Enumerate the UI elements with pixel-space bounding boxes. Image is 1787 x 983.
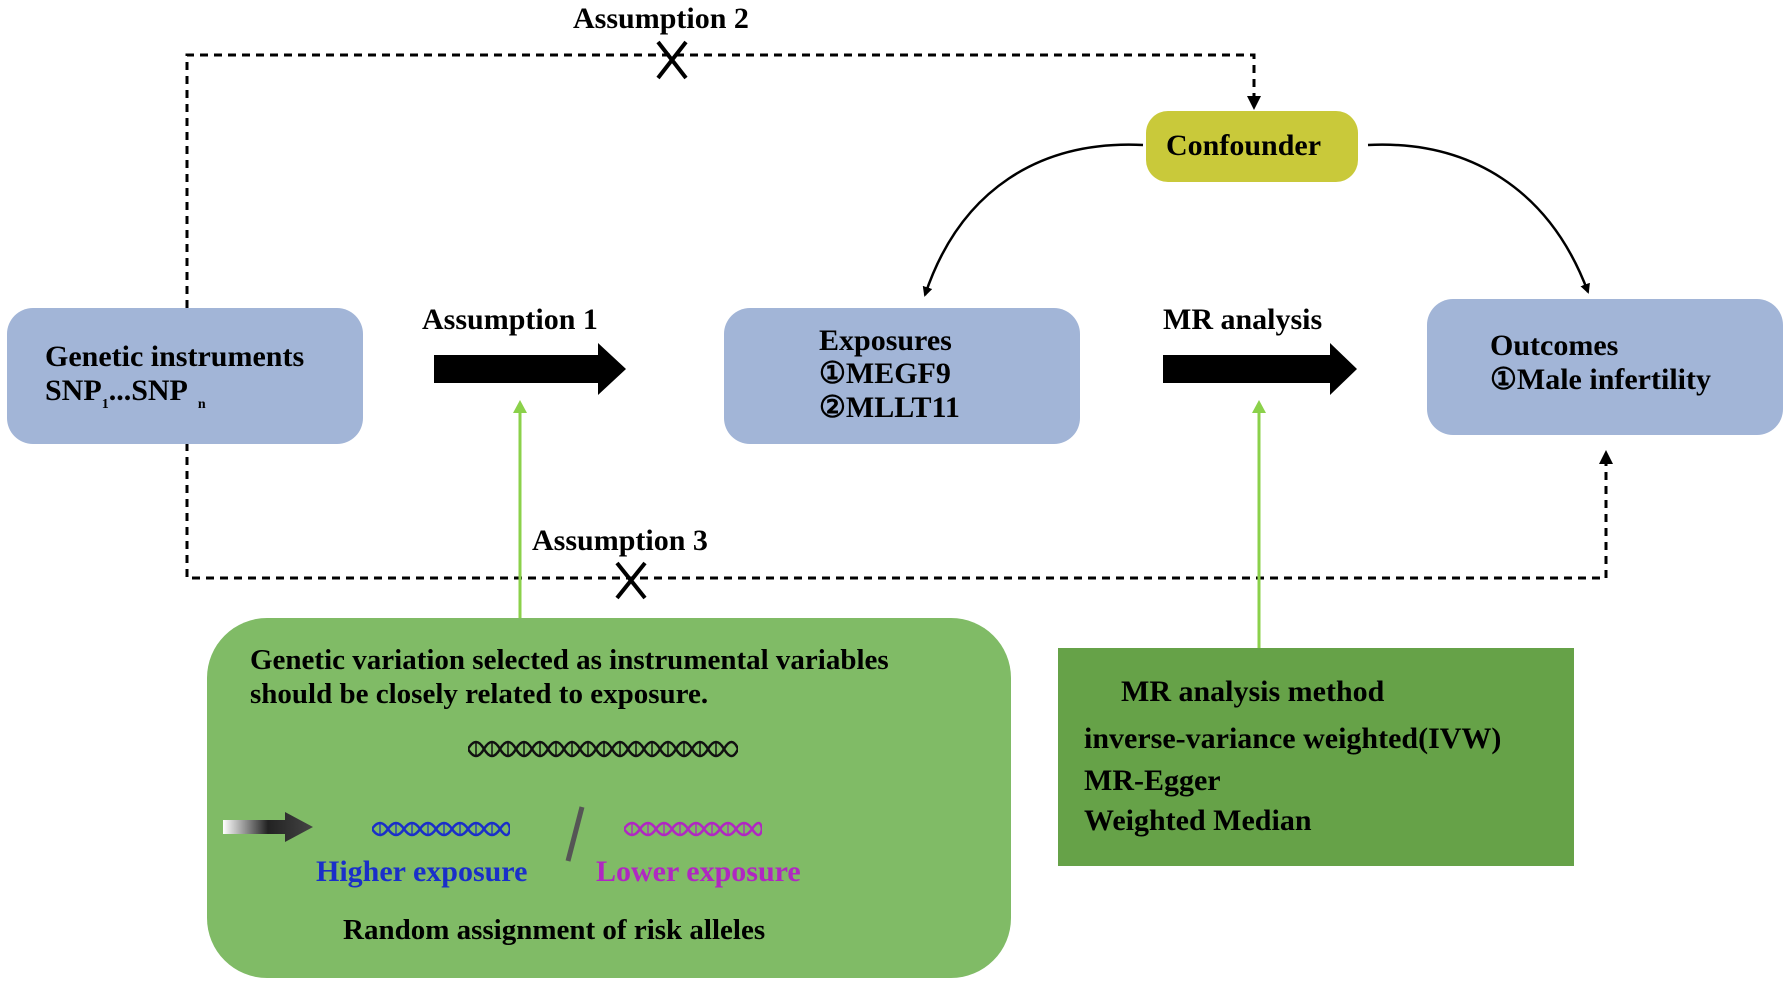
confounder-label: Confounder <box>1166 129 1322 162</box>
assumption-2-cross-icon <box>656 40 688 80</box>
genetic-instruments-title: Genetic instruments <box>45 340 305 373</box>
exposures-node <box>724 308 1080 444</box>
confounder-node <box>1146 111 1358 182</box>
lower-exposure-dna-icon <box>624 821 762 837</box>
exposure-item-megf9: ①MEGF9 <box>819 357 951 390</box>
mr-method-egger: MR-Egger <box>1084 764 1221 797</box>
mr-analysis-arrow <box>1163 343 1357 395</box>
exposure-item-mllt11: ②MLLT11 <box>819 391 960 424</box>
outcomes-node <box>1427 299 1783 435</box>
mr-method-title: MR analysis method <box>1121 675 1385 708</box>
assumption-3-cross-icon <box>615 561 647 600</box>
assumption-3-path <box>185 443 1613 580</box>
random-assignment-label: Random assignment of risk alleles <box>343 914 766 946</box>
higher-exposure-label: Higher exposure <box>316 855 528 888</box>
relevance-text-line2: should be closely related to exposure. <box>250 678 709 710</box>
assumption-2-label: Assumption 2 <box>573 2 749 35</box>
confounder-to-outcome-arrow <box>1367 143 1590 294</box>
assumption-1-label: Assumption 1 <box>422 303 598 336</box>
method-link-line <box>1252 400 1266 648</box>
relevance-text-line1: Genetic variation selected as instrument… <box>250 644 889 676</box>
confounder-to-exposure-arrow <box>922 143 1144 297</box>
mr-method-weighted-median: Weighted Median <box>1084 804 1312 837</box>
higher-exposure-dna-icon <box>372 821 510 837</box>
gradient-arrow-icon <box>223 812 313 842</box>
mr-analysis-label: MR analysis <box>1163 303 1323 336</box>
divider-slash-icon <box>565 806 585 862</box>
assumption-2-path <box>185 53 1261 308</box>
relevance-assumption-box <box>207 618 1011 978</box>
genetic-instruments-node <box>7 308 363 444</box>
relevance-link-line <box>513 400 527 618</box>
assumption-3-label: Assumption 3 <box>532 524 708 557</box>
assumption-1-arrow <box>434 343 626 395</box>
outcome-item-male-infertility: ①Male infertility <box>1490 363 1711 396</box>
lower-exposure-label: Lower exposure <box>596 855 801 888</box>
exposures-title: Exposures <box>819 324 952 357</box>
dna-helix-icon <box>468 740 738 758</box>
mr-method-box <box>1058 648 1574 866</box>
mr-method-ivw: inverse-variance weighted(IVW) <box>1084 722 1502 755</box>
outcomes-title: Outcomes <box>1490 329 1619 362</box>
